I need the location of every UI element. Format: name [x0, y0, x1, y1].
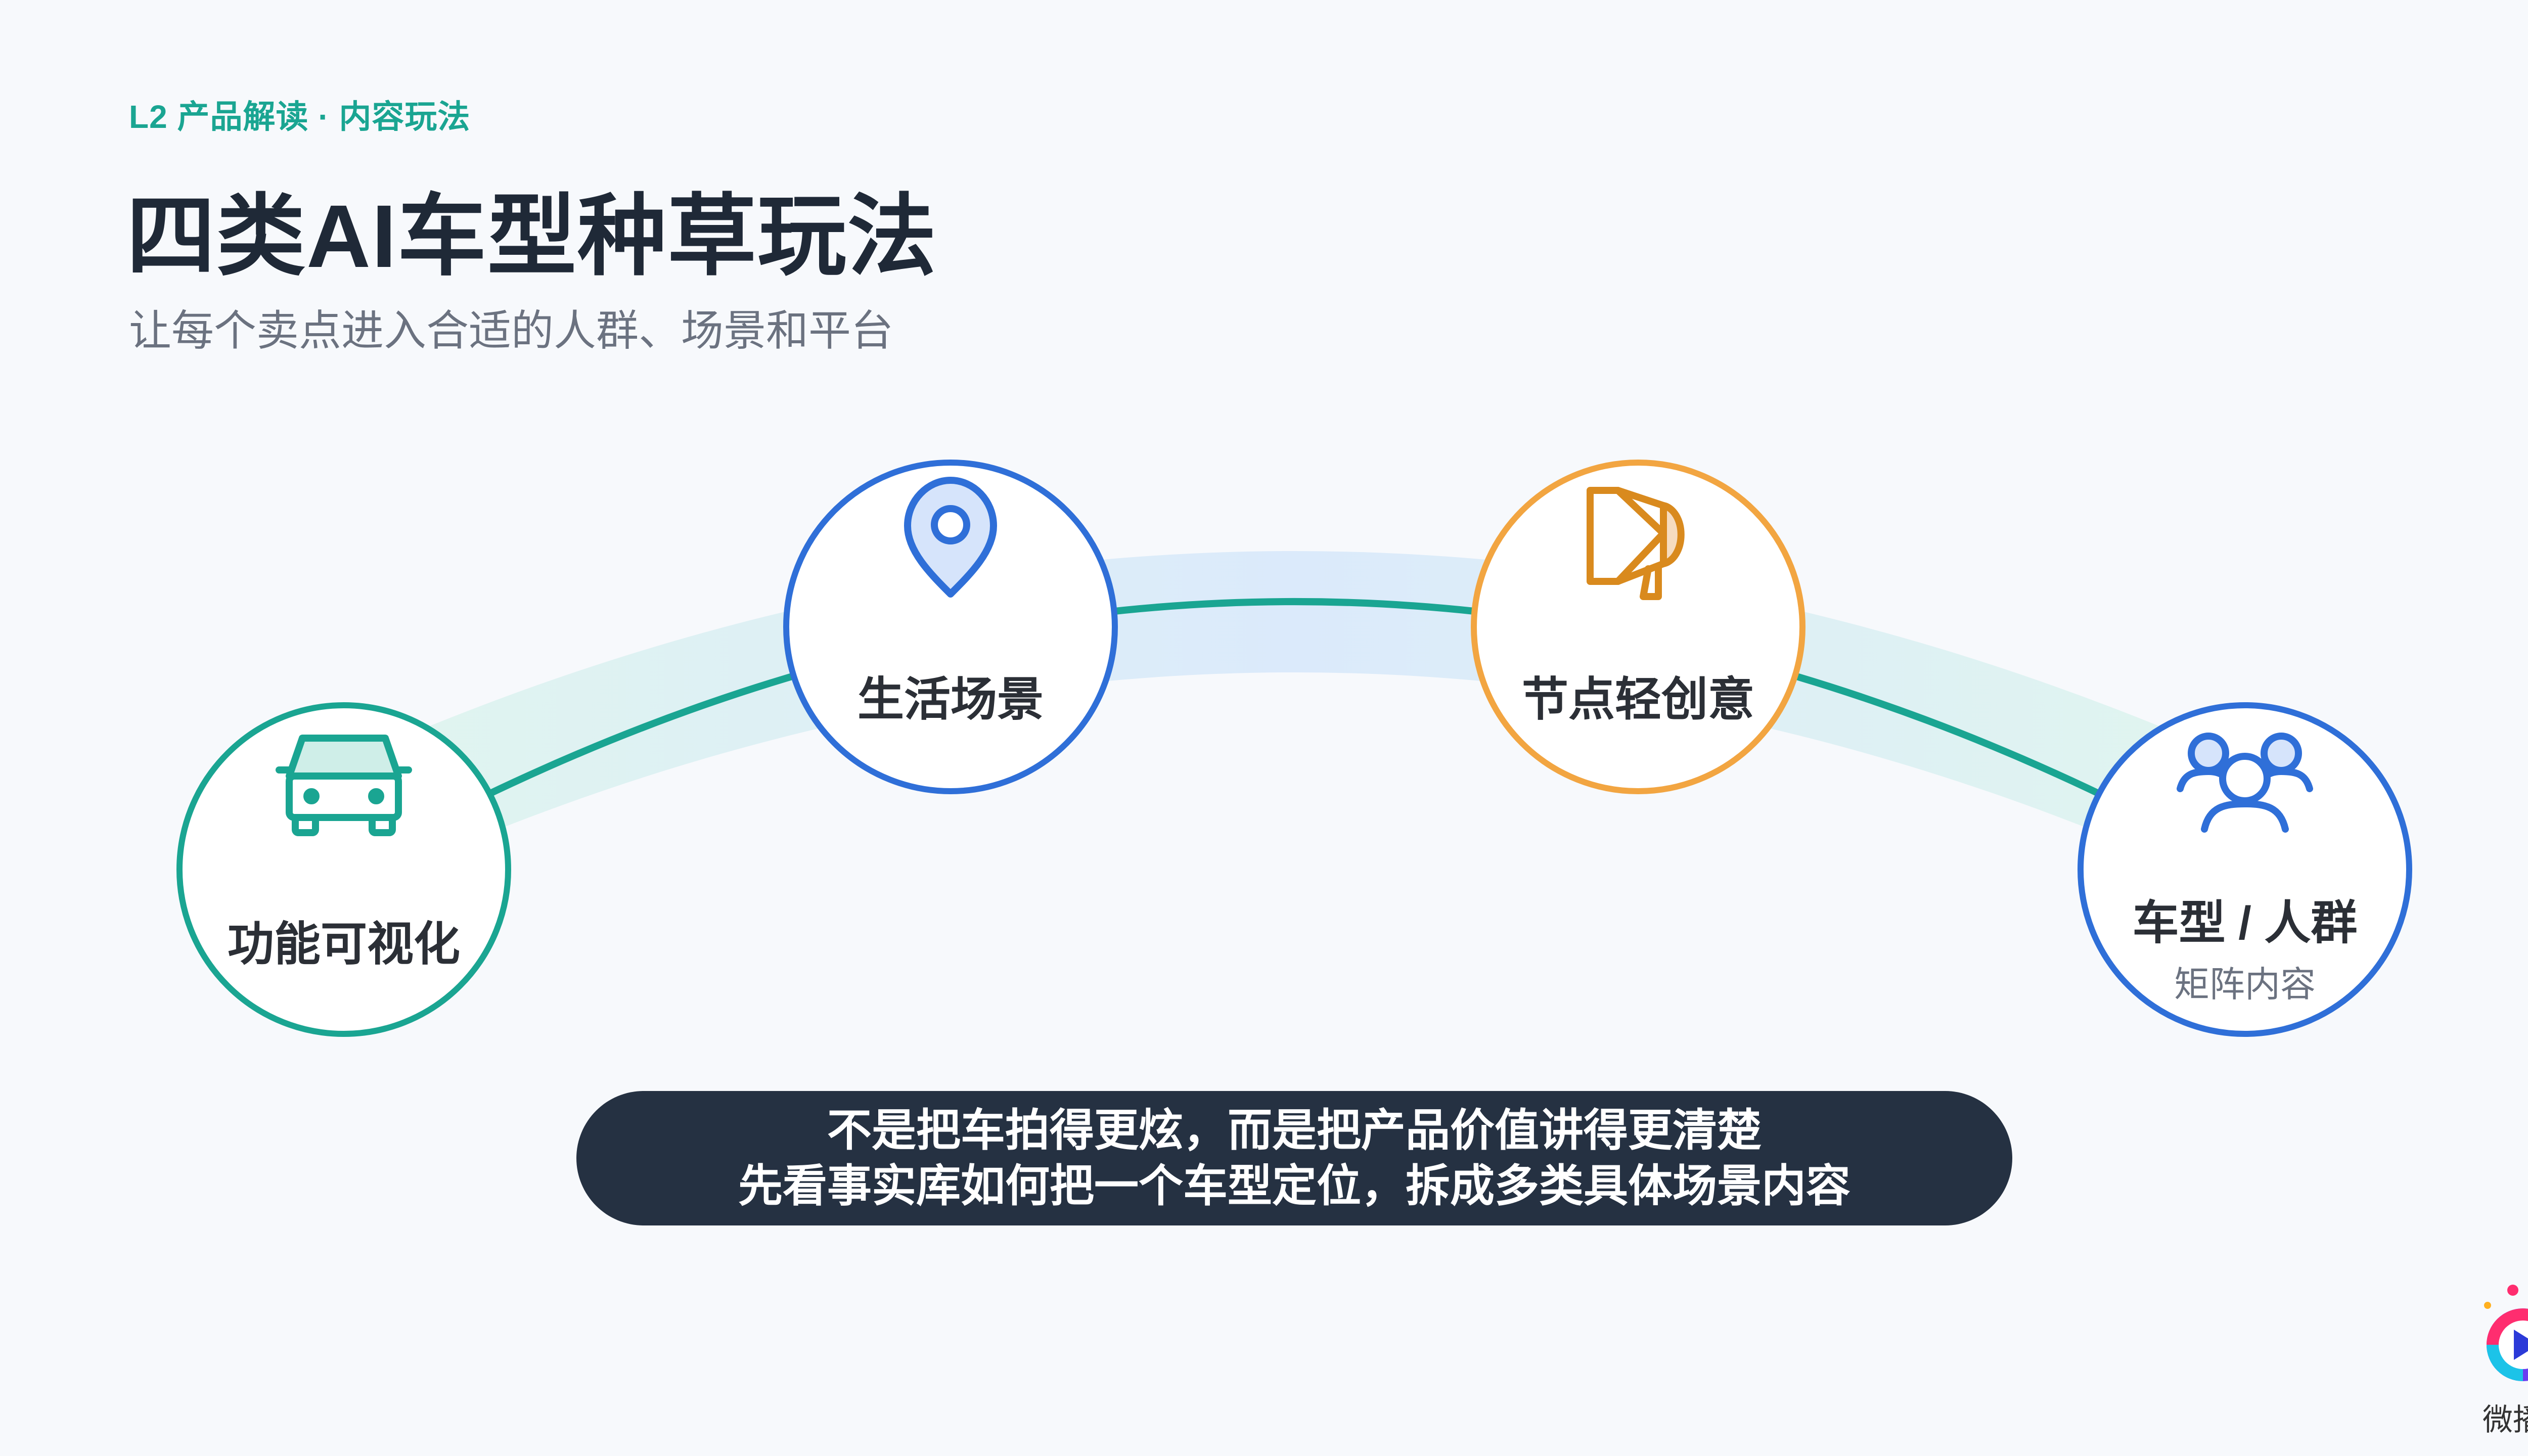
node-label-function: 功能可视化 [227, 919, 460, 970]
kicker: L2 产品解读 · 内容玩法 [129, 99, 471, 135]
node-model-audience[interactable] [2078, 702, 2412, 1037]
page-title: 四类AI车型种草玩法 [126, 187, 938, 286]
node-label-life-scene: 生活场景 [857, 674, 1044, 725]
node-sublabel-matrix: 矩阵内容 [2174, 965, 2316, 1004]
play-logo-icon [2484, 1285, 2528, 1381]
banner-line-2: 先看事实库如何把一个车型定位，拆成多类具体场景内容 [738, 1161, 1850, 1211]
page-subtitle: 让每个卖点进入合适的人群、场景和平台 [129, 307, 894, 354]
node-label-model-audience: 车型 / 人群 [2132, 897, 2358, 949]
brand-name: 微播易 [2482, 1403, 2528, 1437]
arc-line [340, 598, 2248, 873]
node-function[interactable] [176, 702, 511, 1037]
location-pin-icon [904, 477, 997, 598]
car-icon [276, 735, 412, 836]
megaphone-icon [1587, 487, 1685, 600]
users-icon [2177, 733, 2313, 833]
banner-line-1: 不是把车拍得更炫，而是把产品价值讲得更清楚 [827, 1105, 1762, 1155]
node-holiday-creative[interactable] [1471, 460, 1805, 794]
arc-band [283, 551, 2306, 890]
node-label-holiday-creative: 节点轻创意 [1521, 674, 1754, 725]
node-life-scene[interactable] [783, 460, 1118, 794]
key-message-banner: 不是把车拍得更炫，而是把产品价值讲得更清楚 先看事实库如何把一个车型定位，拆成多… [576, 1091, 2012, 1225]
